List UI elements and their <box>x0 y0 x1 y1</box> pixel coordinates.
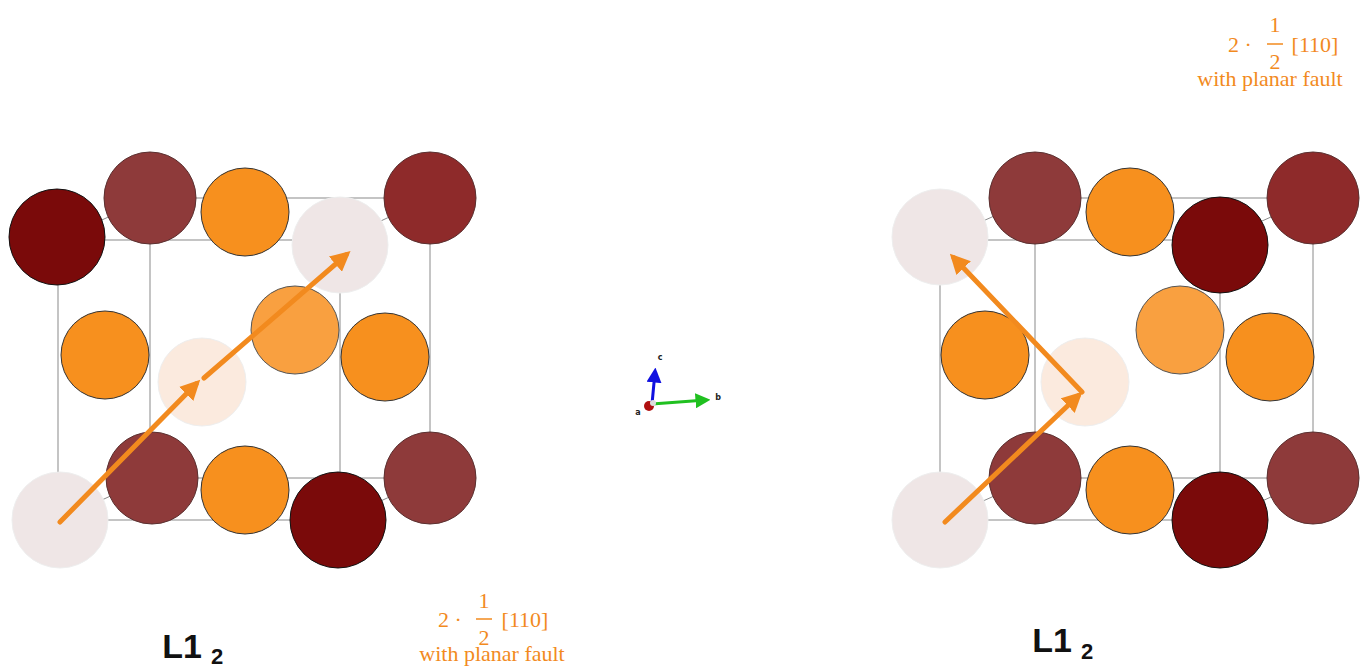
unit-cell-left <box>9 152 476 568</box>
structure-subscript: 2 <box>1081 641 1093 663</box>
burgers-vector-arrows <box>60 255 346 522</box>
burgers-vector-arrows <box>945 258 1082 522</box>
structure-subscript: 2 <box>211 646 223 668</box>
axis-label: a <box>635 409 640 417</box>
structure-name: L1 <box>1032 623 1072 657</box>
fraction-bar <box>476 618 492 620</box>
fault-note: with planar fault <box>1197 68 1342 90</box>
axis-triad <box>644 372 706 411</box>
vector-index: [110] <box>502 609 549 631</box>
vector-prefix: 2 · <box>438 609 462 631</box>
vector-index: [110] <box>1292 34 1339 56</box>
vector-prefix: 2 · <box>1228 34 1252 56</box>
atoms <box>892 152 1359 568</box>
fraction-bar <box>1267 43 1283 45</box>
axis-label: b <box>715 394 721 402</box>
unit-cell-right <box>892 152 1359 568</box>
fault-note: with planar fault <box>419 643 564 665</box>
structure-name: L1 <box>162 629 202 663</box>
atoms <box>9 152 476 568</box>
fraction-numerator: 1 <box>479 590 490 612</box>
axis-label: c <box>658 354 663 362</box>
fraction-numerator: 1 <box>1270 14 1281 36</box>
